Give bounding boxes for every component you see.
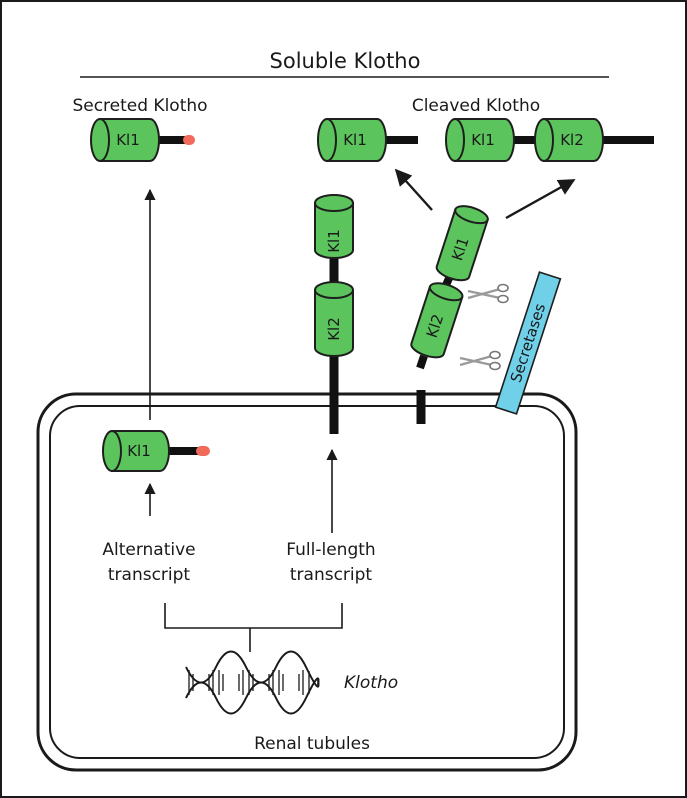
kl1-domain: Kl1 (435, 205, 489, 282)
alternative-transcript-line2: transcript (108, 565, 191, 585)
dna-helix-icon (185, 650, 320, 715)
cell-membrane-outer (36, 392, 578, 772)
full-length-transcript-line2: transcript (290, 565, 373, 585)
kl1-domain: Kl1 (102, 430, 170, 472)
soluble-klotho-title: Soluble Klotho (270, 49, 421, 73)
kl1-domain: Kl1 (314, 194, 354, 259)
cleaving-klotho-protein: Kl2 Kl1 (410, 205, 489, 424)
kl2-domain: Kl2 (534, 118, 604, 162)
secreted-klotho-protein: Kl1 (90, 118, 195, 162)
svg-text:Kl1: Kl1 (325, 229, 343, 253)
renal-tubules-label: Renal tubules (254, 734, 370, 754)
full-length-klotho-protein: Kl1 Kl2 (314, 194, 354, 434)
cleaved-kl1-kl2-fragment: Kl1 Kl2 (445, 118, 654, 162)
cleaved-kl1-fragment: Kl1 (317, 118, 418, 162)
secretion-tip-marker (183, 135, 195, 145)
kl2-domain: Kl2 (314, 281, 354, 357)
kl1-domain: Kl1 (90, 118, 160, 162)
scissors-icon (467, 283, 509, 304)
transcription-bracket (164, 603, 343, 652)
scissors-icon (459, 350, 501, 371)
secretion-tip-marker (196, 446, 210, 456)
svg-text:Kl1: Kl1 (116, 131, 140, 149)
alternative-transcript-line1: Alternative (102, 540, 195, 560)
kl2-domain: Kl2 (410, 282, 464, 359)
kl1-domain: Kl1 (317, 118, 387, 162)
svg-text:Kl1: Kl1 (471, 131, 495, 149)
svg-text:Kl1: Kl1 (127, 442, 151, 460)
cell-membrane-inner (49, 405, 565, 759)
kl1-domain: Kl1 (445, 118, 515, 162)
klotho-gene-label: Klotho (344, 673, 398, 693)
svg-text:Kl2: Kl2 (560, 131, 584, 149)
cleavage-arrow-kl1-kl2 (505, 178, 576, 220)
intracellular-kl1-protein: Kl1 (102, 430, 210, 472)
secreted-klotho-label: Secreted Klotho (72, 96, 207, 116)
svg-text:Kl1: Kl1 (343, 131, 367, 149)
cleaved-klotho-label: Cleaved Klotho (412, 96, 540, 116)
cleavage-arrow-kl1 (394, 168, 433, 211)
svg-text:Kl2: Kl2 (325, 317, 343, 341)
full-length-transcript-line1: Full-length (286, 540, 375, 560)
